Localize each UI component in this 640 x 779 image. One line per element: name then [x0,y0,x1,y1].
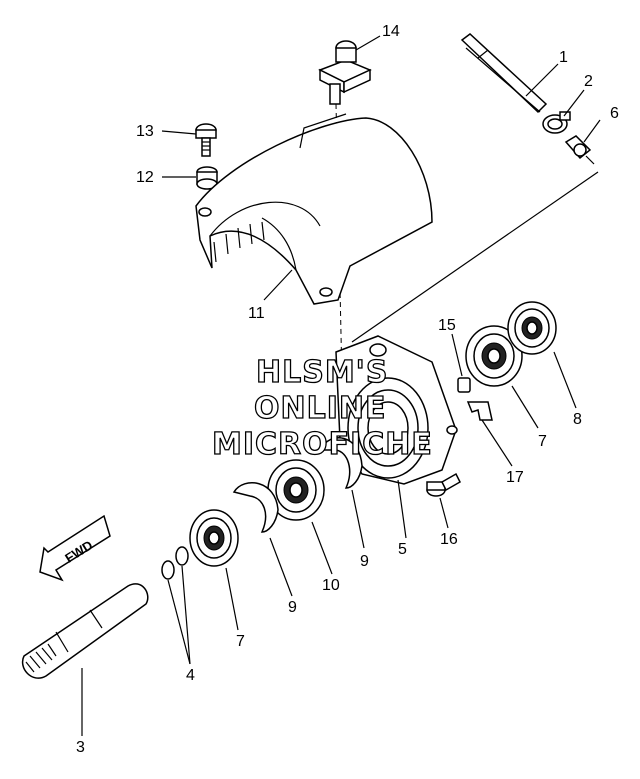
callout-numbers: 1 2 3 4 5 6 7 7 8 9 9 10 11 12 13 14 15 … [76,23,619,756]
callout-4: 4 [186,667,195,684]
part-13-bolt [195,123,217,157]
callout-2: 2 [584,73,593,90]
part-14-fitting [318,40,372,105]
part-16-bolt [426,472,461,497]
part-2-clamp [542,111,571,134]
watermark-line-3: MICROFICHE [212,427,433,462]
callout-5: 5 [398,541,407,558]
callout-1: 1 [559,49,568,66]
part-7-bearing-upper [465,325,523,387]
part-5-housing [335,335,458,485]
callout-9-lower: 9 [288,599,297,616]
callout-10: 10 [322,577,340,594]
callout-7-right: 7 [538,433,547,450]
callout-3: 3 [76,739,85,756]
watermark: HLSM'S ONLINE MICROFICHE [211,354,433,462]
callout-14: 14 [382,23,400,40]
callout-11: 11 [248,305,265,322]
part-11-cover [195,113,433,305]
part-15-pin [457,377,471,393]
part-9-circlip-upper [318,437,363,489]
hose-leader-line [351,171,599,343]
part-3-shaft [21,583,149,679]
callout-7-left: 7 [236,633,245,650]
part-6-fitting [564,135,595,165]
fwd-arrow: FWD [39,514,111,582]
callout-17: 17 [506,469,524,486]
part-17-clip [466,401,493,421]
callout-15: 15 [438,317,456,334]
callout-8: 8 [573,411,582,428]
watermark-line-1: HLSM'S [256,355,388,390]
part-4-o-rings [161,546,189,580]
callout-6: 6 [610,105,619,122]
leader-lines [81,35,601,736]
part-7-bearing-lower [189,509,239,567]
callout-16: 16 [440,531,458,548]
part-8-bearing [507,301,557,355]
callout-12: 12 [136,169,154,186]
callout-9-upper: 9 [360,553,369,570]
part-1-pipe [460,33,548,114]
part-10-bearing [267,459,325,521]
part-12-collar [196,166,218,190]
watermark-line-2: ONLINE [254,391,387,426]
callout-13: 13 [136,123,154,140]
part-9-circlip-lower [232,482,279,533]
